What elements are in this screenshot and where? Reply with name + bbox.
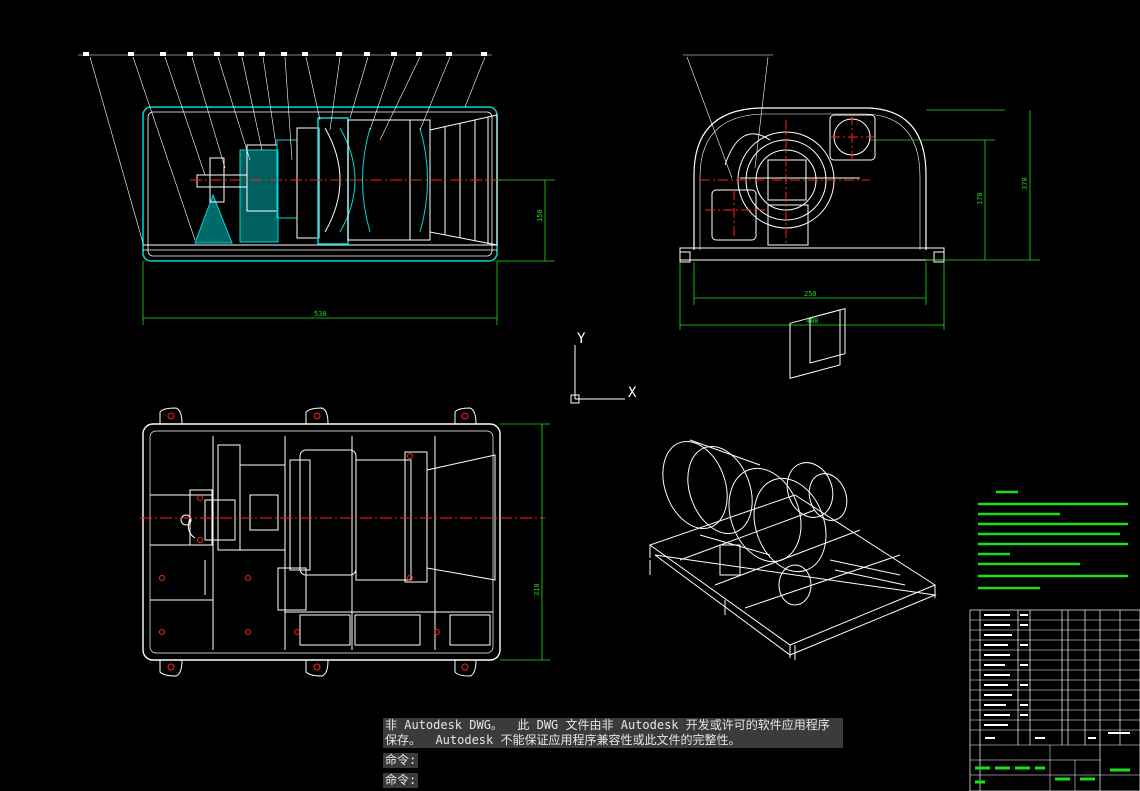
front-section-view: 150 530 bbox=[78, 52, 555, 325]
command-history: 非 Autodesk DWG。 此 DWG 文件由非 Autodesk 开发或许… bbox=[383, 718, 843, 748]
dim-top-height: 310 bbox=[533, 583, 541, 596]
command-history-line-1: 非 Autodesk DWG。 此 DWG 文件由非 Autodesk 开发或许… bbox=[385, 718, 830, 732]
dim-side-height-inner: 170 bbox=[976, 192, 984, 205]
dim-front-height: 150 bbox=[536, 209, 544, 222]
side-view: 370 170 250 400 bbox=[679, 54, 1040, 330]
dim-front-width: 530 bbox=[314, 310, 327, 318]
command-history-line-2: 保存。 Autodesk 不能保证应用程序兼容性或此文件的完整性。 bbox=[385, 733, 741, 747]
parts-list-table bbox=[969, 609, 1140, 791]
dim-side-width-inner: 250 bbox=[804, 290, 817, 298]
dim-side-height-outer: 370 bbox=[1021, 177, 1029, 190]
ucs-x-label: X bbox=[628, 385, 637, 401]
technical-requirements-notes bbox=[978, 490, 1128, 590]
dim-side-width-outer: 400 bbox=[806, 317, 819, 325]
isometric-view bbox=[648, 307, 937, 660]
command-prompt-1[interactable]: 命令: bbox=[383, 753, 419, 768]
command-prompt-2[interactable]: 命令: bbox=[383, 773, 419, 788]
top-view: 310 bbox=[140, 407, 550, 677]
ucs-y-label: Y bbox=[577, 331, 586, 347]
ucs-icon: Y X bbox=[570, 331, 637, 404]
